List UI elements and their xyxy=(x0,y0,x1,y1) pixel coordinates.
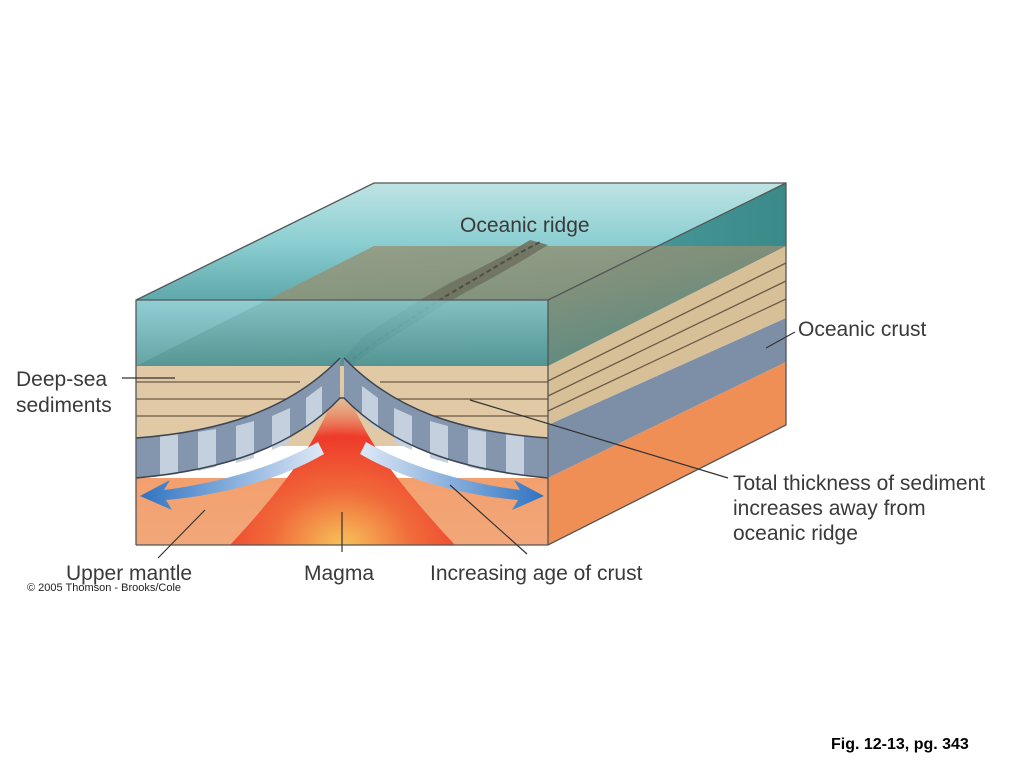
side-sediment xyxy=(548,246,786,425)
crust-right xyxy=(344,358,548,478)
water-surface xyxy=(136,183,786,300)
crust-left xyxy=(136,358,340,478)
label-increasing-age: Increasing age of crust xyxy=(430,562,643,585)
label-deep-sea-line2: sediments xyxy=(16,394,112,417)
label-deep-sea-line1: Deep-sea xyxy=(16,368,107,391)
label-oceanic-ridge: Oceanic ridge xyxy=(460,214,590,237)
side-mantle xyxy=(548,362,786,545)
label-oceanic-crust: Oceanic crust xyxy=(798,318,927,341)
spreading-arrow-left xyxy=(140,442,324,510)
crust-stripes-left xyxy=(160,386,322,476)
label-thickness-line1: Total thickness of sediment xyxy=(733,472,985,495)
block-outline xyxy=(135,182,787,546)
copyright-text: © 2005 Thomson - Brooks/Cole xyxy=(27,582,181,594)
label-thickness-line3: oceanic ridge xyxy=(733,522,858,545)
leader-lines xyxy=(122,331,796,559)
label-magma: Magma xyxy=(304,562,374,585)
spreading-arrow-right xyxy=(360,442,544,510)
side-sediment-lines xyxy=(547,262,787,412)
figure-caption: Fig. 12-13, pg. 343 xyxy=(831,736,969,753)
crust-stripes-right xyxy=(362,386,524,476)
label-thickness-line2: increases away from xyxy=(733,497,926,520)
label-upper-mantle: Upper mantle xyxy=(66,562,192,585)
magma-plume xyxy=(230,372,455,545)
side-crust xyxy=(548,318,786,478)
block-front-face xyxy=(136,300,548,545)
